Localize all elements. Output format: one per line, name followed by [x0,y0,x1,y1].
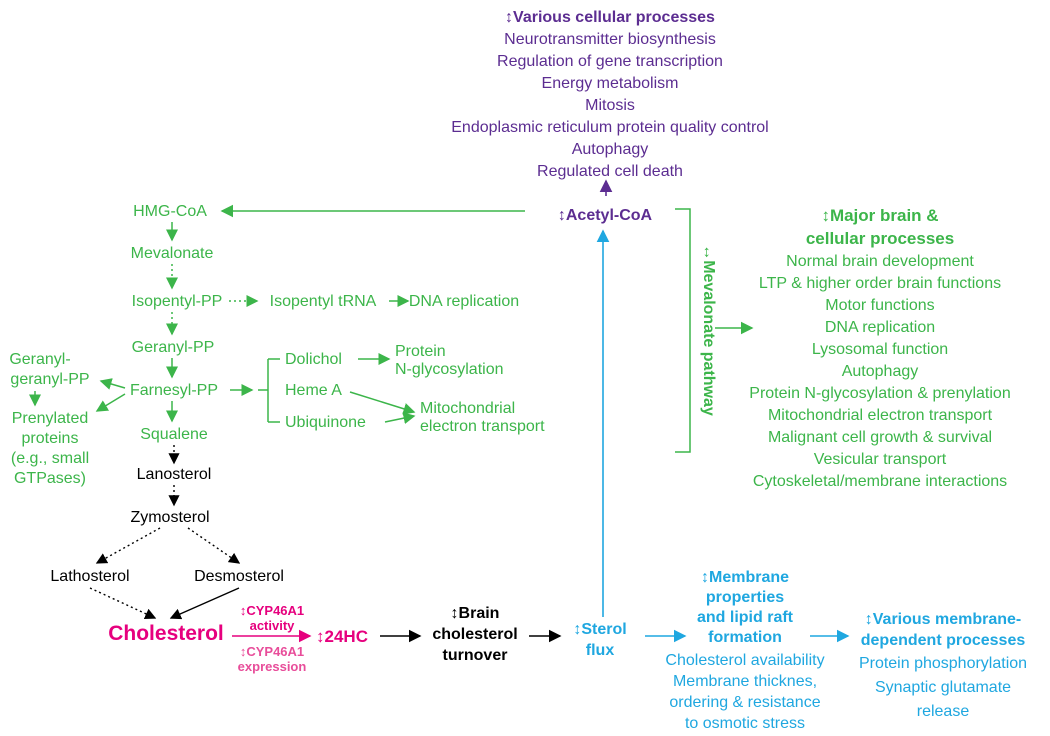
cholesterol-node: Cholesterol [108,622,224,645]
cyp46a1-expression-label: expression [238,659,307,674]
isopentyl-trna-node: Isopentyl tRNA [270,293,377,310]
cyp46a1-expression-label: ↕CYP46A1 [240,644,304,659]
geranyl-pp-node: Geranyl-PP [132,339,215,356]
membrane-process-item: release [917,703,970,720]
membrane-process-item: Synaptic glutamate [875,679,1011,696]
lathosterol-node: Lathosterol [50,568,129,585]
brain-process-item: Protein N-glycosylation & prenylation [749,385,1010,402]
pathway-arrows [29,222,416,425]
brain-process-item: Vesicular transport [814,451,947,468]
brain-cholesterol-turnover-node: ↕Brain [451,605,500,622]
desmosterol-node: Desmosterol [194,568,284,585]
brain-process-item: Autophagy [842,363,919,380]
cyp46a1-activity-label: activity [250,618,296,633]
process-item: Neurotransmitter biosynthesis [504,31,716,48]
brain-process-item: Mitochondrial electron transport [768,407,993,424]
membrane-processes-header: ↕Various membrane- [865,611,1022,628]
process-item: Endoplasmic reticulum protein quality co… [451,119,768,136]
dna-replication-node: DNA replication [409,293,519,310]
heme-a-node: Heme A [285,382,342,399]
24hc-node: ↕24HC [316,627,368,646]
brain-processes-header: ↕Major brain & [821,206,938,225]
cellular-processes-header: ↕Various cellular processes [505,9,715,26]
brain-process-item: DNA replication [825,319,935,336]
brain-processes-header: cellular processes [806,229,954,248]
ggpp-node: Geranyl- [9,351,70,368]
mevalonate-pathway-label: ↔Mevalonate pathway [700,244,717,416]
membrane-properties-header: properties [706,589,784,606]
protein-glycosylation-node: Protein [395,343,446,360]
lanosterol-node: Lanosterol [137,466,212,483]
process-item: Regulated cell death [537,163,683,180]
ggpp-node: geranyl-PP [10,371,89,388]
cellular-processes-block: ↕Various cellular processes Neurotransmi… [451,9,768,180]
process-item: Mitosis [585,97,635,114]
squalene-node: Squalene [140,426,208,443]
mevalonate-bracket [675,208,691,453]
brain-process-item: Normal brain development [786,253,974,270]
membrane-item: Membrane thicknes, [673,673,817,690]
hmg-coa-node: HMG-CoA [133,203,207,220]
ubiquinone-node: Ubiquinone [285,414,366,431]
isopentyl-pp-node: Isopentyl-PP [132,293,223,310]
process-item: Autophagy [572,141,649,158]
membrane-item: to osmotic stress [685,715,805,732]
process-item: Energy metabolism [542,75,679,92]
brain-process-item: Motor functions [825,297,934,314]
brain-cholesterol-turnover-node: cholesterol [432,626,517,643]
dolichol-node: Dolichol [285,351,342,368]
sterol-flux-node: ↕Sterol [573,621,626,638]
membrane-item: Cholesterol availability [665,652,824,669]
brain-process-item: Lysosomal function [812,341,948,358]
process-item: Regulation of gene transcription [497,53,723,70]
sterol-arrows [89,445,241,620]
brain-process-item: Malignant cell growth & survival [768,429,992,446]
prenylated-proteins-node: proteins [22,430,79,447]
protein-glycosylation-node: N-glycosylation [395,361,503,378]
mito-electron-transport-node: electron transport [420,418,545,435]
membrane-properties-header: formation [708,629,782,646]
brain-cholesterol-turnover-node: turnover [443,647,508,664]
membrane-process-item: Protein phosphorylation [859,655,1027,672]
membrane-processes-header: dependent processes [861,632,1026,649]
mevalonate-node: Mevalonate [131,245,214,262]
prenylated-proteins-node: (e.g., small [11,450,89,467]
brain-process-item: Cytoskeletal/membrane interactions [753,473,1007,490]
brain-process-item: LTP & higher order brain functions [759,275,1001,292]
cyp46a1-activity-label: ↕CYP46A1 [240,603,304,618]
farnesyl-pp-node: Farnesyl-PP [130,382,218,399]
membrane-properties-header: ↕Membrane [701,569,789,586]
zymosterol-node: Zymosterol [130,509,209,526]
acetyl-coa-node: ↕Acetyl-CoA [558,207,653,224]
prenylated-proteins-node: GTPases) [14,470,86,487]
sterol-flux-node: flux [586,642,615,659]
membrane-item: ordering & resistance [669,694,820,711]
membrane-properties-header: and lipid raft [697,609,794,626]
mito-electron-transport-node: Mitochondrial [420,400,515,417]
prenylated-proteins-node: Prenylated [12,410,89,427]
